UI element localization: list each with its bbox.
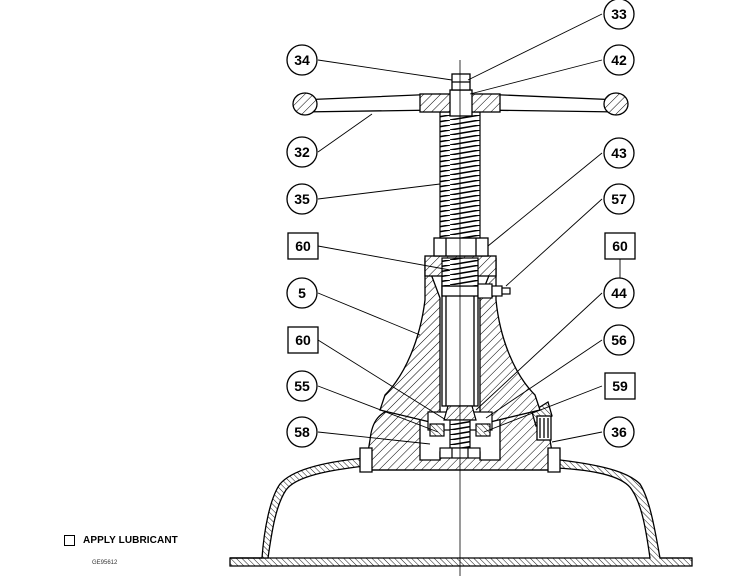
callout-58: 58 [286,416,318,448]
svg-text:60: 60 [295,238,311,254]
legend-box-icon [64,534,75,546]
svg-text:32: 32 [294,144,310,160]
drawing-id: GE95612 [92,560,118,566]
callout-60-upper: 60 [287,232,319,260]
callout-60-lower: 60 [287,326,319,354]
callout-60-right: 60 [604,232,636,260]
callout-59: 59 [604,372,636,400]
svg-text:34: 34 [294,52,310,68]
handwheel [292,73,629,117]
packing-nut [433,237,489,257]
svg-text:60: 60 [612,238,628,254]
svg-text:59: 59 [612,378,628,394]
callout-5: 5 [286,277,318,309]
svg-text:36: 36 [611,424,627,440]
legend-label: APPLY LUBRICANT [83,534,178,546]
svg-text:35: 35 [294,191,310,207]
svg-text:43: 43 [611,145,627,161]
callout-44: 44 [603,277,635,309]
callout-56: 56 [603,324,635,356]
svg-text:44: 44 [611,285,627,301]
callout-43: 43 [603,137,635,169]
svg-text:56: 56 [611,332,627,348]
svg-text:58: 58 [294,424,310,440]
svg-text:33: 33 [611,6,627,22]
svg-text:55: 55 [294,378,310,394]
lock-screw [477,283,511,299]
callout-34: 34 [286,44,318,76]
svg-text:5: 5 [298,285,306,301]
callout-55: 55 [286,370,318,402]
leader-lines [317,13,621,445]
svg-text:42: 42 [611,52,627,68]
callout-33: 33 [603,0,635,30]
svg-text:60: 60 [295,332,311,348]
svg-text:57: 57 [611,191,627,207]
callout-42: 42 [603,44,635,76]
callout-57: 57 [603,183,635,215]
callout-35: 35 [286,183,318,215]
base-flange [359,400,561,473]
lubricant-legend: APPLY LUBRICANT [64,532,178,548]
callout-36: 36 [603,416,635,448]
callout-32: 32 [286,136,318,168]
dome-housing [229,457,693,567]
